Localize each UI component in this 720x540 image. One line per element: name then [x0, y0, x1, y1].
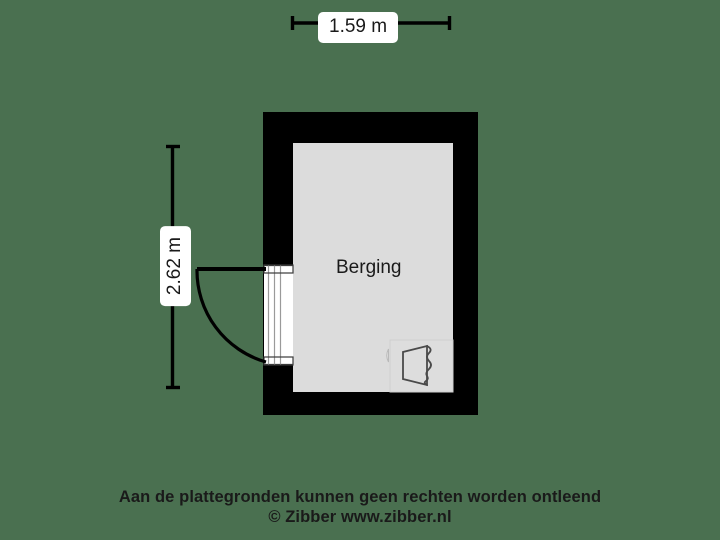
copyright-text: © Zibber www.zibber.nl [268, 508, 452, 526]
footer-disclaimer: Aan de plattegronden kunnen geen rechten… [0, 487, 720, 527]
door-opening [263, 264, 294, 366]
dimension-label-top: 1.59 m [318, 12, 399, 43]
room-label-berging: Berging [336, 257, 402, 278]
door-swing [195, 267, 267, 364]
wall-fixture-boiler [386, 339, 454, 393]
disclaimer-text: Aan de plattegronden kunnen geen rechten… [118, 488, 602, 506]
dimension-label-left: 2.62 m [160, 226, 191, 307]
